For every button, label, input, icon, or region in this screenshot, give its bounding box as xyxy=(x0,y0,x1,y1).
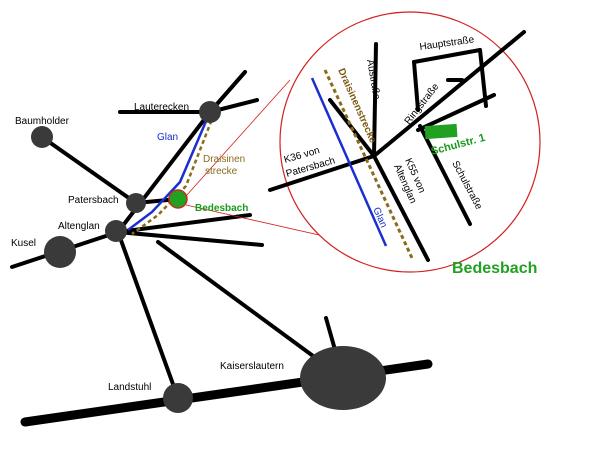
detail-title: Bedesbach xyxy=(452,260,537,277)
detail-road-austrasse xyxy=(372,42,378,158)
detail-callout-circle xyxy=(279,11,541,273)
overview-towns xyxy=(31,101,386,413)
road-altenglan-kaiserslautern xyxy=(156,240,345,380)
town-kaiserslautern xyxy=(300,346,386,410)
overview-river-glan xyxy=(127,111,212,231)
label-draisine-1: Draisinen xyxy=(203,154,245,165)
detail-road-ring-2 xyxy=(412,48,482,64)
label-landstuhl: Landstuhl xyxy=(108,382,151,393)
detail-road-east xyxy=(416,93,496,132)
detail-road-ring-3 xyxy=(478,48,488,108)
overview-draisine-track xyxy=(131,113,216,236)
road-altenglan-landstuhl xyxy=(116,230,180,400)
town-landstuhl xyxy=(163,383,193,413)
town-bedesbach xyxy=(168,189,188,209)
label-lauterecken: Lauterecken xyxy=(134,102,189,113)
label-kusel: Kusel xyxy=(11,238,36,249)
detail-road-main xyxy=(372,30,526,158)
label-draisine-2: strecke xyxy=(205,166,238,177)
town-lauterecken xyxy=(199,101,221,123)
callout-line-top xyxy=(185,79,291,197)
detail-road-schulstrasse xyxy=(418,124,472,226)
detail-road-k36 xyxy=(268,154,376,192)
road-baumholder-patersbach xyxy=(40,135,138,205)
label-patersbach: Patersbach xyxy=(68,195,119,206)
detail-road-k55 xyxy=(372,154,430,262)
detail-roads xyxy=(268,30,526,262)
label-altenglan: Altenglan xyxy=(58,221,100,232)
road-lauterecken-altenglan xyxy=(116,110,212,234)
label-overview-river: Glan xyxy=(157,132,178,143)
detail-river-glan xyxy=(310,77,388,247)
town-altenglan xyxy=(105,220,127,242)
label-bedesbach: Bedesbach xyxy=(195,203,248,214)
detail-road-ring-1 xyxy=(412,60,420,112)
town-patersbach xyxy=(126,193,146,213)
detail-destination-marker xyxy=(424,123,458,140)
label-kaiserslautern: Kaiserslautern xyxy=(220,361,284,372)
town-kusel xyxy=(44,236,76,268)
town-baumholder xyxy=(31,126,53,148)
label-baumholder: Baumholder xyxy=(15,116,70,127)
road-altenglan-east xyxy=(116,230,264,247)
